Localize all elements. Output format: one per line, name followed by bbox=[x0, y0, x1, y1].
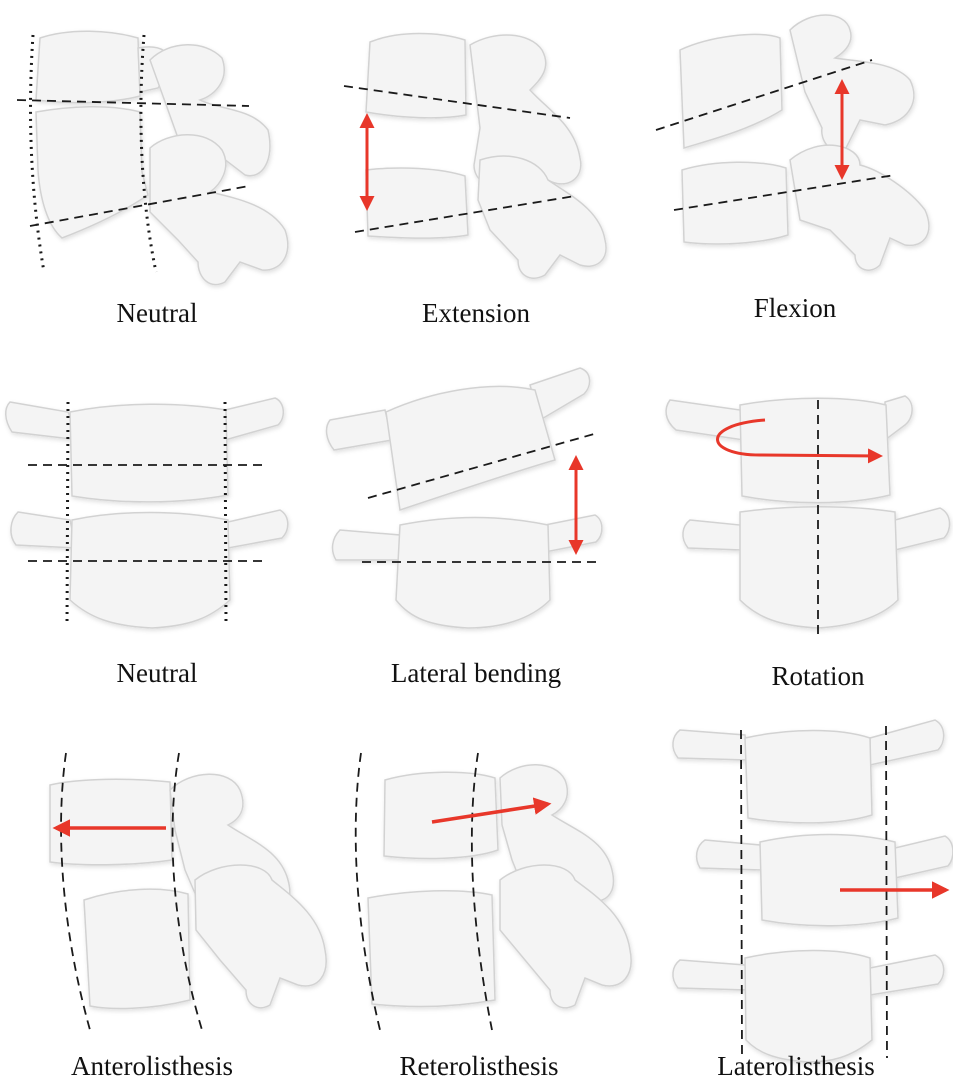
panel-lateral-bending bbox=[327, 368, 602, 628]
caption-neutral-coronal: Neutral bbox=[117, 660, 198, 687]
caption-rotation: Rotation bbox=[772, 663, 865, 690]
caption-reterolisthesis: Reterolisthesis bbox=[400, 1053, 559, 1080]
panel-reterolisthesis bbox=[368, 765, 631, 1008]
caption-flexion: Flexion bbox=[754, 295, 837, 322]
caption-neutral-lateral: Neutral bbox=[117, 300, 198, 327]
caption-anterolisthesis: Anterolisthesis bbox=[71, 1053, 233, 1080]
panel-flexion bbox=[680, 15, 929, 270]
panel-rotation bbox=[666, 396, 950, 628]
caption-laterolisthesis: Laterolisthesis bbox=[717, 1053, 874, 1080]
panel-neutral-coronal bbox=[6, 398, 288, 628]
panel-anterolisthesis bbox=[50, 774, 326, 1008]
panel-neutral-lateral bbox=[36, 31, 288, 284]
caption-extension: Extension bbox=[422, 300, 530, 327]
panel-extension bbox=[366, 34, 606, 279]
caption-lateral-bending: Lateral bending bbox=[391, 660, 561, 687]
